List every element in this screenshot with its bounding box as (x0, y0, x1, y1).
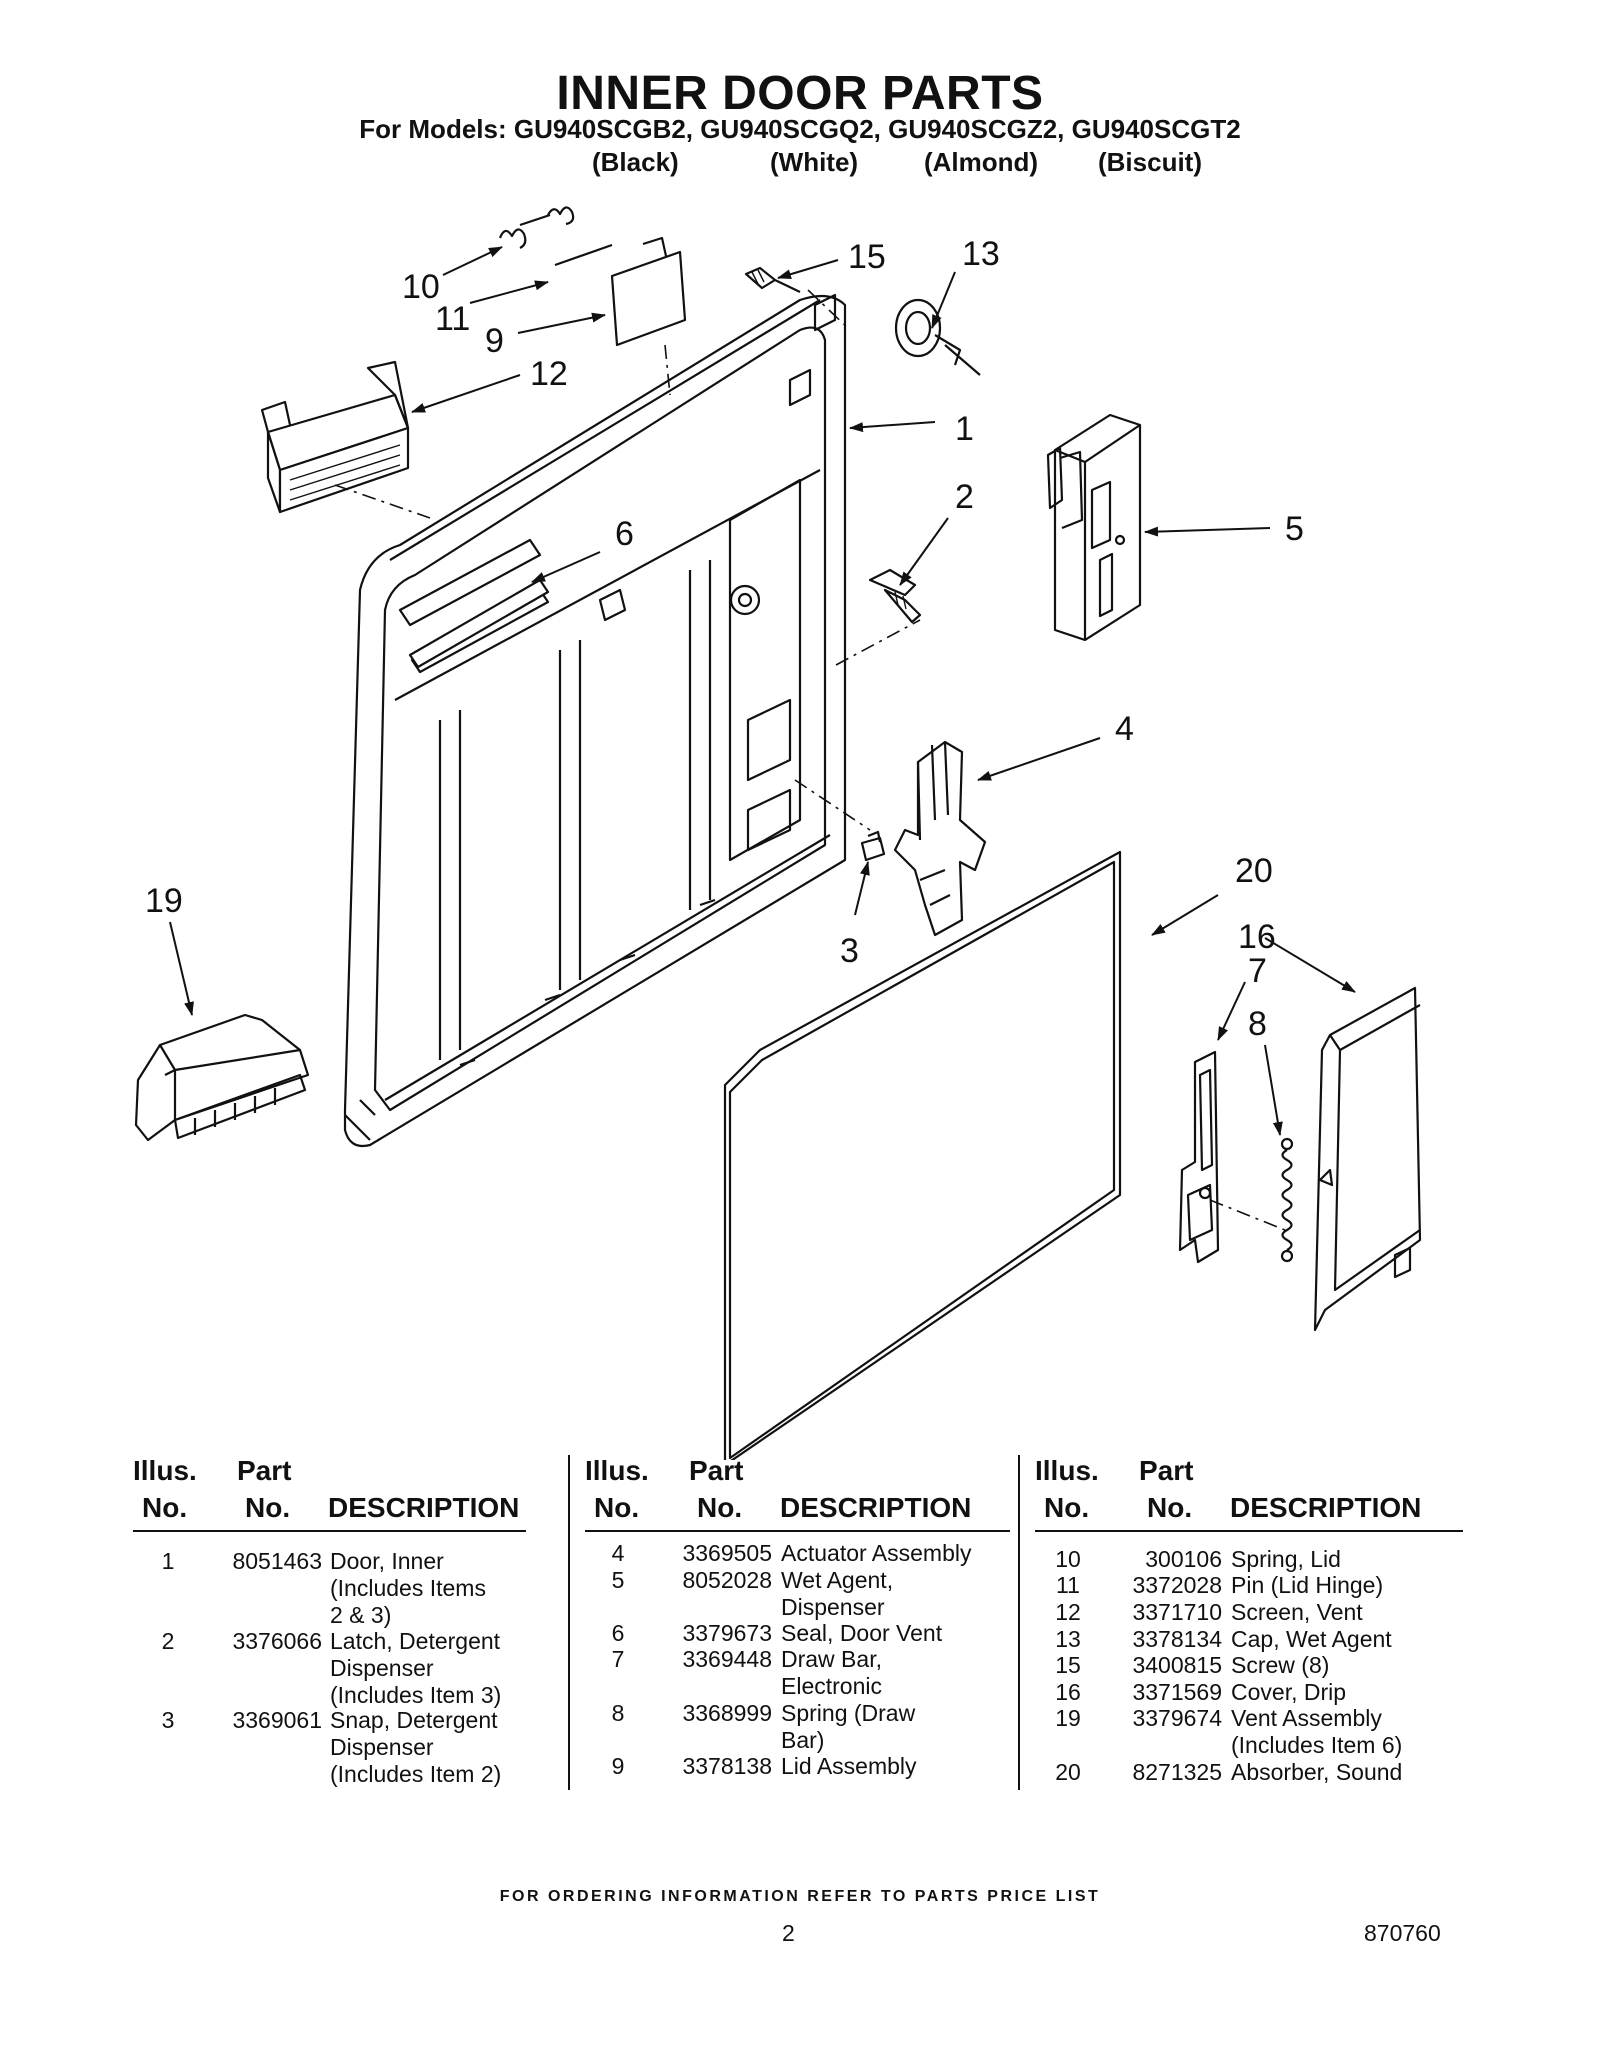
sound-absorber-part (723, 850, 1122, 1460)
leader-line (899, 517, 949, 586)
color-black: (Black) (592, 147, 679, 177)
color-biscuit: (Biscuit) (1098, 147, 1202, 177)
callout-20: 20 (1235, 852, 1273, 890)
header-part: Part (1139, 1455, 1194, 1486)
header-part: Part (237, 1455, 292, 1486)
header-part: Part (689, 1455, 744, 1486)
callout-6: 6 (615, 515, 634, 553)
callout-11: 11 (435, 300, 470, 338)
ordering-note: FOR ORDERING INFORMATION REFER TO PARTS … (499, 1888, 1101, 1905)
page-title: INNER DOOR PARTS (556, 67, 1044, 120)
lid-hinge-pin-part (554, 243, 613, 267)
table-header-col-1: Illus. No. Part No. DESCRIPTION (133, 1455, 526, 1532)
screw-part (744, 266, 801, 293)
alignment-line (334, 484, 431, 519)
leader-line (854, 861, 870, 916)
vent-screen-part (260, 360, 410, 514)
leader-line (517, 312, 606, 334)
callout-15: 15 (848, 238, 886, 276)
leader-line (411, 374, 521, 413)
lid-assembly-part (610, 236, 687, 347)
color-almond: (Almond) (924, 147, 1039, 177)
door-vent-seal-part (408, 578, 550, 669)
header-part-no: No. (697, 1492, 743, 1523)
callout-4: 4 (1115, 710, 1134, 748)
header-description: DESCRIPTION (328, 1492, 520, 1523)
header-illus: Illus. (1035, 1455, 1099, 1486)
draw-bar-spring-part (1280, 1137, 1294, 1263)
inner-door-part (343, 293, 847, 1148)
callout-3: 3 (840, 932, 859, 970)
leader-line (977, 737, 1101, 781)
leader-line (1217, 981, 1246, 1041)
alignment-line (807, 289, 851, 331)
leader-line (777, 259, 839, 280)
actuator-assembly-part (893, 740, 987, 937)
callout-2: 2 (955, 478, 974, 516)
models-line: For Models: GU940SCGB2, GU940SCGQ2, GU94… (359, 114, 1241, 144)
exploded-parts-diagram: 10 11 9 12 15 13 1 2 5 6 4 19 3 20 16 7 … (134, 206, 1422, 1460)
detergent-snap-part (860, 830, 886, 862)
page-number: 2 (782, 1920, 795, 1946)
callout-9: 9 (485, 322, 504, 360)
wet-agent-dispenser-part (1046, 413, 1142, 642)
callout-10: 10 (402, 268, 440, 306)
header-illus: Illus. (585, 1455, 649, 1486)
leader-line (931, 271, 956, 329)
header-description: DESCRIPTION (780, 1492, 972, 1523)
callout-7: 7 (1248, 952, 1267, 990)
header-illus: Illus. (133, 1455, 197, 1486)
leader-line (1151, 894, 1219, 936)
leader-line (531, 551, 601, 583)
header-illus-no: No. (594, 1492, 640, 1523)
header-illus-no: No. (142, 1492, 188, 1523)
callout-19: 19 (145, 882, 183, 920)
callout-1: 1 (955, 410, 974, 448)
table-header-col-3: Illus. No. Part No. DESCRIPTION (1035, 1455, 1463, 1532)
lid-spring-part (498, 206, 575, 249)
header-illus-no: No. (1044, 1492, 1090, 1523)
header-part-no: No. (245, 1492, 291, 1523)
draw-bar-part (1178, 1050, 1220, 1264)
leader-line (849, 421, 936, 433)
column-divider (1018, 1455, 1020, 1790)
column-divider (568, 1455, 570, 1790)
leader-line (1264, 937, 1356, 993)
leader-line (469, 280, 549, 304)
header-description: DESCRIPTION (1230, 1492, 1422, 1523)
callout-13: 13 (962, 235, 1000, 273)
leader-line (442, 246, 503, 276)
vent-assembly-part (134, 1013, 310, 1142)
leader-line (1264, 1044, 1283, 1136)
table-header-col-2: Illus. No. Part No. DESCRIPTION (585, 1455, 1010, 1532)
callout-12: 12 (530, 355, 568, 393)
alignment-line (835, 619, 921, 666)
color-white: (White) (770, 147, 859, 177)
leader-line (169, 921, 194, 1016)
detergent-latch-part (868, 568, 922, 624)
callout-8: 8 (1248, 1005, 1267, 1043)
alignment-line (664, 344, 671, 396)
alignment-line (1209, 1199, 1286, 1231)
callout-5: 5 (1285, 510, 1304, 548)
document-number: 870760 (1364, 1920, 1441, 1946)
header-part-no: No. (1147, 1492, 1193, 1523)
leader-line (1144, 526, 1271, 537)
drip-cover-part (1313, 986, 1422, 1332)
callout-16: 16 (1238, 918, 1276, 956)
